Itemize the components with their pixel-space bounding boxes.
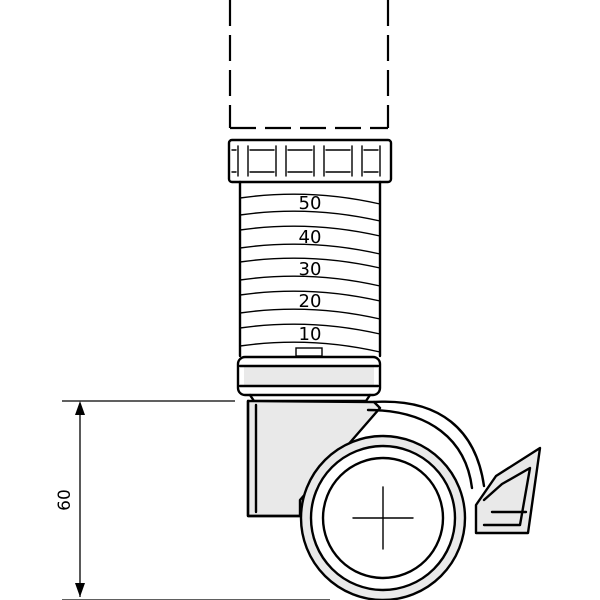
arrow-down-icon [75, 583, 85, 597]
arrow-up-icon [75, 401, 85, 415]
height-dimension: 60 [55, 400, 330, 600]
brake-pedal [474, 446, 542, 535]
caster-housing [246, 399, 486, 518]
scale-mark: 20 [299, 291, 322, 312]
upper-tube [228, 0, 390, 130]
scale-mark: 30 [299, 259, 322, 280]
scale-mark: 40 [299, 227, 322, 248]
threaded-spindle [238, 180, 382, 358]
scale-mark: 10 [299, 324, 322, 345]
scale-mark: 50 [299, 193, 322, 214]
dimension-label: 60 [55, 489, 75, 511]
lock-nut [236, 355, 382, 403]
height-scale: 50 40 30 20 10 [299, 193, 322, 345]
knurl-grooves [231, 145, 381, 177]
axle-crosshair-icon [352, 486, 414, 550]
wheel [299, 434, 467, 600]
knurled-ring [227, 138, 393, 184]
